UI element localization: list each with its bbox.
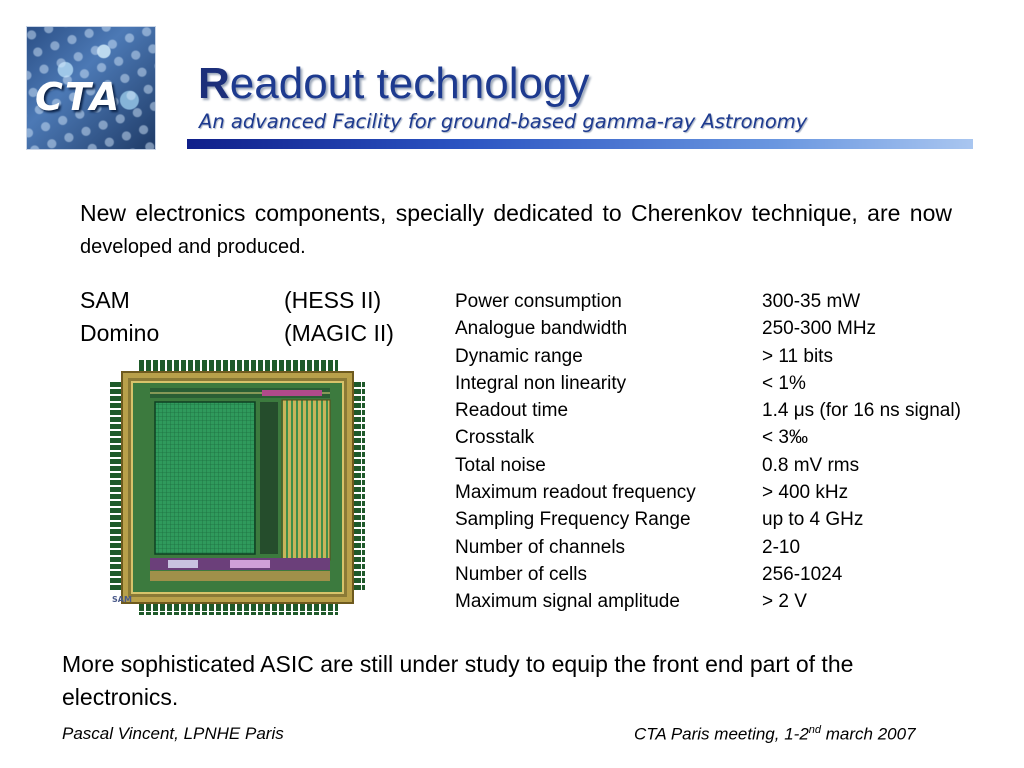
table-row: Power consumption 300-35 mW xyxy=(455,288,961,315)
table-row: Number of channels 2-10 xyxy=(455,534,961,561)
footer-event-post: march 2007 xyxy=(821,724,916,744)
spec-value: 0.8 mV rms xyxy=(762,454,860,476)
table-row: Crosstalk < 3‰ xyxy=(455,424,961,451)
slide-subtitle: An advanced Facility for ground-based ga… xyxy=(199,110,808,133)
spec-value: 256-1024 xyxy=(762,563,843,585)
spec-param: Sampling Frequency Range xyxy=(455,509,691,531)
cta-logo: CTA xyxy=(26,26,156,150)
spec-param: Crosstalk xyxy=(455,427,535,449)
spec-value: 2-10 xyxy=(762,536,801,558)
table-row: Readout time 1.4 μs (for 16 ns signal) xyxy=(455,397,961,424)
chip-name: Domino xyxy=(80,320,160,346)
spec-param: Integral non linearity xyxy=(455,372,627,394)
spec-value: > 400 kHz xyxy=(762,482,849,504)
specs-table-body: Power consumption 300-35 mW Analogue band… xyxy=(455,288,961,616)
sam-chip-die-image: SAM xyxy=(110,360,365,615)
title-first-letter: R xyxy=(198,59,230,108)
spec-param: Maximum signal amplitude xyxy=(455,591,680,613)
spec-param: Maximum readout frequency xyxy=(455,482,696,504)
table-row: Maximum readout frequency > 400 kHz xyxy=(455,479,961,506)
table-row: Analogue bandwidth 250-300 MHz xyxy=(455,315,961,342)
chip-experiment: (HESS II) xyxy=(284,287,382,313)
intro-paragraph: New electronics components, specially de… xyxy=(80,197,952,263)
spec-value: 1.4 μs (for 16 ns signal) xyxy=(762,400,961,422)
footer-author: Pascal Vincent, LPNHE Paris xyxy=(62,724,284,743)
table-row: Number of cells 256-1024 xyxy=(455,561,961,588)
chip-image-label: SAM xyxy=(112,595,132,604)
spec-param: Total noise xyxy=(455,454,546,476)
footer-event-sup: nd xyxy=(808,724,822,736)
spec-value: < 1% xyxy=(762,372,806,394)
footer-event: CTA Paris meeting, 1-2nd march 2007 xyxy=(634,724,916,745)
intro-main-text: New electronics components, specially de… xyxy=(80,200,952,226)
chip-name: SAM xyxy=(80,287,130,313)
spec-value: < 3‰ xyxy=(762,427,808,449)
table-row: Dynamic range > 11 bits xyxy=(455,343,961,370)
spec-value: up to 4 GHz xyxy=(762,509,864,531)
logo-text: CTA xyxy=(35,75,122,119)
spec-value: 250-300 MHz xyxy=(762,318,877,340)
spec-value: > 11 bits xyxy=(762,345,833,367)
chip-experiment: (MAGIC II) xyxy=(284,320,394,346)
spec-param: Power consumption xyxy=(455,291,622,312)
table-row: Integral non linearity < 1% xyxy=(455,370,961,397)
slide-title: Readout technology xyxy=(198,60,589,108)
title-underline-bar xyxy=(187,139,973,149)
title-rest: eadout technology xyxy=(229,59,590,108)
spec-value: 300-35 mW xyxy=(762,291,861,312)
spec-param: Number of cells xyxy=(455,563,587,585)
table-row: Sampling Frequency Range up to 4 GHz xyxy=(455,506,961,533)
spec-param: Dynamic range xyxy=(455,345,583,367)
specs-table: Power consumption 300-35 mW Analogue band… xyxy=(455,288,961,616)
footer-event-pre: CTA Paris meeting, 1-2 xyxy=(634,724,809,744)
intro-small-text: developed and produced. xyxy=(80,236,306,258)
spec-value: > 2 V xyxy=(762,591,807,613)
table-row: Maximum signal amplitude > 2 V xyxy=(455,588,961,615)
spec-param: Number of channels xyxy=(455,536,626,558)
table-row: Total noise 0.8 mV rms xyxy=(455,452,961,479)
spec-param: Analogue bandwidth xyxy=(455,318,628,340)
outro-paragraph: More sophisticated ASIC are still under … xyxy=(62,651,854,710)
spec-param: Readout time xyxy=(455,400,569,422)
